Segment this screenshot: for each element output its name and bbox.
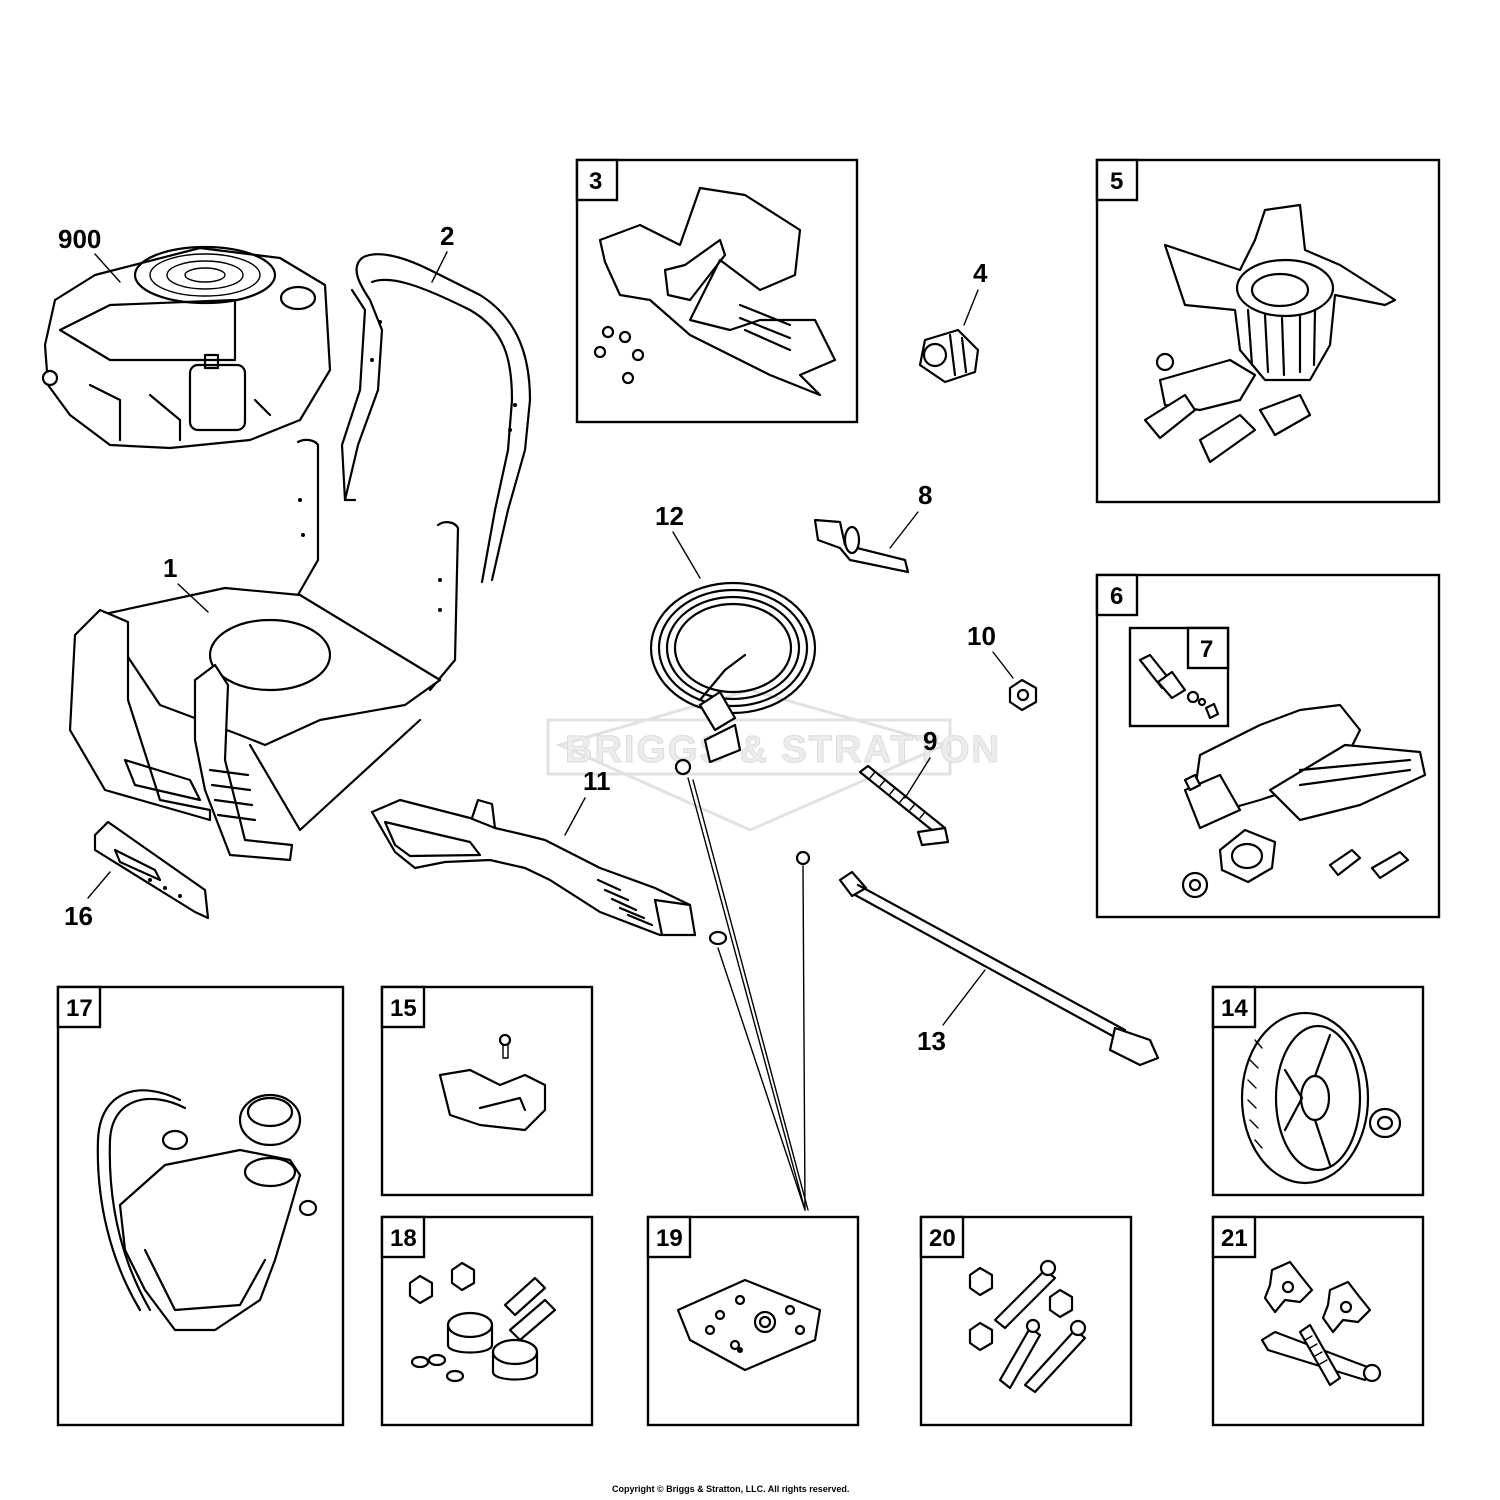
- cover-15-drawing: [438, 1033, 547, 1132]
- hose-drawing: [649, 581, 817, 776]
- label-4: 4: [973, 258, 988, 288]
- knobs-21-drawing: [1260, 1260, 1382, 1387]
- label-8: 8: [918, 480, 932, 510]
- fuel-tank-drawing: [96, 1089, 318, 1332]
- box-label-14: 14: [1221, 995, 1248, 1022]
- box-label-6: 6: [1110, 583, 1123, 610]
- copyright-text: Copyright © Briggs & Stratton, LLC. All …: [612, 1484, 849, 1494]
- frame-drawing: [68, 438, 460, 862]
- plate-16-drawing: [93, 820, 210, 920]
- unloader-drawing: [1138, 653, 1427, 899]
- wand-drawing: [795, 850, 1160, 1067]
- watermark: BRIGGS & STRATTON: [546, 688, 999, 832]
- box-label-17: 17: [66, 995, 93, 1022]
- strip-9-drawing: [858, 764, 950, 847]
- handle-drawing: [340, 253, 532, 584]
- box-21: [1211, 1215, 1425, 1427]
- box-label-19: 19: [656, 1225, 683, 1252]
- label-12: 12: [655, 501, 684, 531]
- leader-lines-19: [687, 777, 809, 1211]
- box-label-15: 15: [390, 995, 417, 1022]
- label-2: 2: [440, 221, 454, 251]
- label-10: 10: [967, 621, 996, 651]
- wheel-drawing: [1240, 1011, 1402, 1185]
- box-label-20: 20: [929, 1225, 956, 1252]
- nozzle-4-drawing: [918, 328, 980, 384]
- nut-10-drawing: [1008, 678, 1038, 712]
- spindle-8-drawing: [813, 518, 910, 574]
- box-15: [380, 985, 594, 1197]
- box-14: [1211, 985, 1425, 1197]
- engine-drawing: [41, 245, 332, 450]
- label-11: 11: [583, 766, 611, 796]
- box-label-21: 21: [1221, 1225, 1248, 1252]
- box-label-7: 7: [1200, 636, 1213, 663]
- box-3: [575, 158, 859, 424]
- box-label-3: 3: [589, 168, 602, 195]
- pump-drawing: [1143, 203, 1397, 464]
- bolts-20-drawing: [968, 1259, 1087, 1394]
- label-9: 9: [923, 726, 937, 756]
- box-19: [646, 1215, 860, 1427]
- box-label-5: 5: [1110, 168, 1123, 195]
- box-17: [56, 985, 345, 1427]
- label-13: 13: [917, 1026, 946, 1056]
- hardware-18-drawing: [408, 1261, 557, 1383]
- box-20: [919, 1215, 1133, 1427]
- box-7: [1128, 626, 1230, 728]
- holster-drawing: [593, 186, 837, 397]
- gasket-19-drawing: [676, 1278, 822, 1372]
- gun-drawing: [370, 798, 728, 946]
- box-5: [1095, 158, 1441, 504]
- box-label-18: 18: [390, 1225, 417, 1252]
- box-6: [1095, 573, 1441, 919]
- label-16: 16: [64, 901, 93, 931]
- box-18: [380, 1215, 594, 1427]
- label-900: 900: [58, 224, 101, 254]
- label-1: 1: [163, 553, 177, 583]
